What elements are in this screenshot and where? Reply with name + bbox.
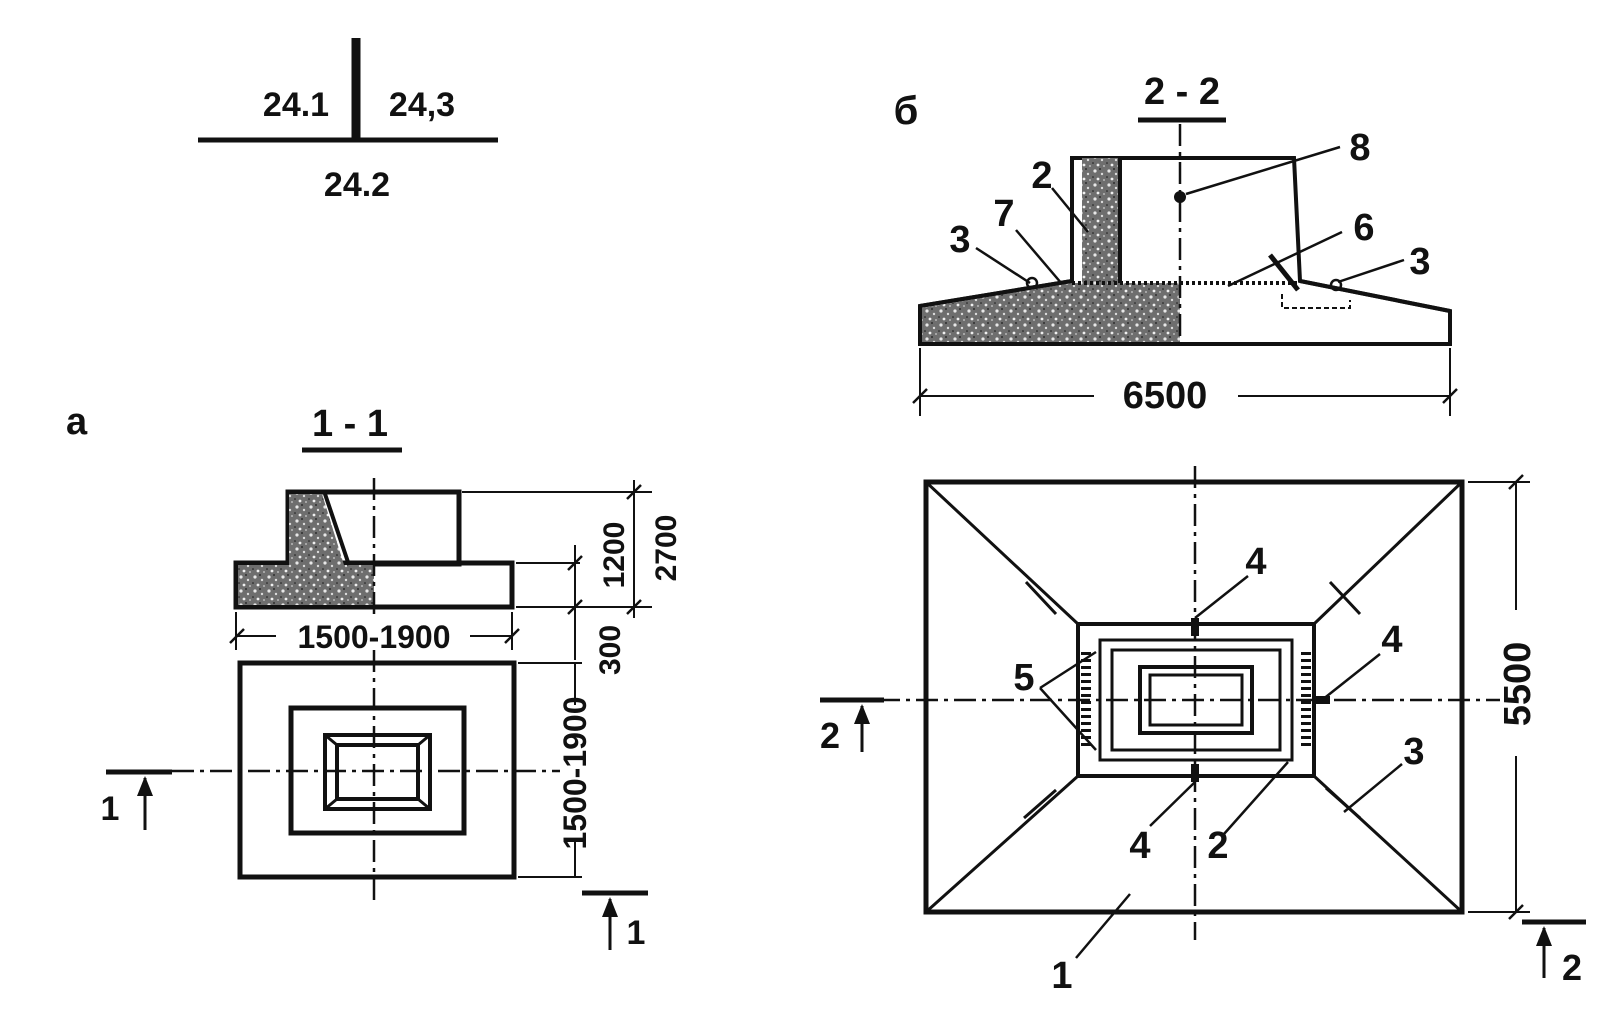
- panel-b-dim-width: 6500: [1123, 375, 1208, 417]
- panel-b-plan-anchor-bottom: [1191, 764, 1199, 782]
- panel-a-tick-4: [626, 599, 642, 615]
- panel-a-cut-right-arrowhead: [602, 897, 618, 917]
- panel-b-anchor-bar: [1268, 253, 1300, 292]
- panel-b-plan: 4 4 4 5 2 3 1 5500 2 2: [820, 466, 1586, 997]
- panel-b-section: 8 2 7 3 6 3 6500: [912, 124, 1458, 417]
- panel-a-tick-1: [567, 555, 583, 571]
- panel-a-plan-corner-1: [324, 733, 338, 747]
- panel-a-plan-corner-4: [417, 797, 431, 811]
- panel-b-cut-left-label: 2: [820, 715, 840, 756]
- callout-2-section: 2: [1031, 155, 1052, 197]
- panel-a-dim-upper: 1200: [598, 522, 631, 589]
- panel-b-plan-tick-1: [1508, 474, 1524, 490]
- leader-2-section: [1051, 187, 1089, 233]
- panel-b: б 2 - 2 8 2 7: [820, 71, 1586, 997]
- panel-a-dim-base: 300: [594, 625, 627, 675]
- leader-4-bottom: [1149, 781, 1196, 827]
- leader-8: [1185, 145, 1341, 196]
- panel-a-cut-right-label: 1: [627, 914, 646, 952]
- callout-5: 5: [1013, 657, 1034, 699]
- leader-2-plan: [1223, 761, 1289, 835]
- panel-a-tick-2: [567, 599, 583, 615]
- callout-6: 6: [1353, 207, 1374, 249]
- panel-b-cut-left-arrowhead: [854, 704, 870, 724]
- panel-b-anchor-plate: [1281, 294, 1351, 309]
- panel-b-plan-loop-tl: [1024, 580, 1058, 616]
- panel-a-socket-wall: [323, 493, 351, 566]
- panel-b-plan-diag-bl: [924, 774, 1080, 914]
- panel-b-plan-loop-br: [1325, 786, 1361, 820]
- panel-a-plan-corner-3: [324, 797, 338, 811]
- panel-b-lifting-loop-left: [1025, 276, 1039, 290]
- leader-7: [1015, 229, 1063, 285]
- panel-b-slab-concrete: [922, 283, 1180, 342]
- panel-a-cut-left-label: 1: [101, 790, 120, 828]
- panel-b-cut-right-arrowhead: [1536, 926, 1552, 946]
- leader-4-right: [1321, 653, 1381, 701]
- panel-a: a 1 - 1 1200 2700 300: [66, 401, 683, 952]
- callout-3-left: 3: [949, 219, 970, 261]
- leader-5-a: [1039, 650, 1097, 690]
- panel-b-wall-concrete: [1082, 158, 1120, 283]
- callout-4-bottom: 4: [1129, 825, 1150, 867]
- callout-2-plan: 2: [1207, 825, 1228, 867]
- panel-b-slope-right: [1299, 279, 1451, 313]
- panel-a-plan-corner-2: [417, 733, 431, 747]
- callout-8: 8: [1349, 127, 1370, 169]
- panel-a-dim-total: 2700: [650, 515, 683, 582]
- panel-a-plan: 1500-1900 1 1: [101, 650, 648, 952]
- panel-b-center-point: [1174, 191, 1186, 203]
- callout-4-right: 4: [1381, 619, 1402, 661]
- key-label-right: 24,3: [389, 86, 455, 124]
- panel-a-tick-3: [626, 484, 642, 500]
- callout-3-right: 3: [1409, 241, 1430, 283]
- callout-4-top: 4: [1245, 541, 1266, 583]
- panel-a-elevation: 1200 2700 300 1500-1900: [229, 478, 683, 675]
- leader-5-b: [1039, 687, 1097, 751]
- panel-b-cut-right-label: 2: [1562, 947, 1582, 988]
- panel-b-plan-loop-tr: [1328, 580, 1362, 616]
- panel-a-dim-width: 1500-1900: [297, 619, 450, 655]
- panel-a-concrete-section: [238, 494, 374, 605]
- panel-a-section-title: 1 - 1: [312, 403, 388, 445]
- key-label-left: 24.1: [263, 86, 329, 124]
- panel-b-slope-left: [919, 279, 1073, 308]
- panel-a-tick-w2: [504, 628, 520, 644]
- key-label-bottom: 24.2: [324, 166, 390, 204]
- panel-b-plan-diag-tl: [924, 480, 1080, 626]
- callout-7: 7: [993, 193, 1014, 235]
- panel-b-letter: б: [894, 89, 919, 133]
- leader-1: [1075, 893, 1131, 959]
- panel-b-tick-w1: [912, 388, 928, 404]
- panel-b-lifting-loop-right: [1329, 278, 1343, 292]
- panel-a-tick-w1: [229, 628, 245, 644]
- panel-a-plan-dim: 1500-1900: [557, 696, 593, 849]
- panel-a-cut-left-arrowhead: [137, 776, 153, 796]
- leader-6: [1227, 230, 1343, 288]
- leader-4-top: [1194, 575, 1249, 619]
- panel-b-dim-height: 5500: [1497, 642, 1539, 727]
- leader-3-left: [975, 246, 1031, 285]
- leader-3-plan: [1343, 763, 1403, 813]
- layout-key: 24.1 24,3 24.2: [198, 38, 498, 204]
- panel-b-plan-anchor-right: [1312, 696, 1330, 704]
- callout-1: 1: [1051, 955, 1072, 997]
- panel-b-plan-anchor-top: [1191, 618, 1199, 636]
- panel-b-plan-tick-2: [1508, 904, 1524, 920]
- panel-b-plan-diag-tr: [1312, 480, 1464, 626]
- panel-b-section-title: 2 - 2: [1144, 71, 1220, 113]
- panel-a-letter: a: [66, 401, 88, 443]
- panel-b-plan-loop-bl: [1023, 788, 1057, 820]
- leader-3-right: [1337, 258, 1405, 284]
- callout-3-plan: 3: [1403, 731, 1424, 773]
- panel-b-tick-w2: [1442, 388, 1458, 404]
